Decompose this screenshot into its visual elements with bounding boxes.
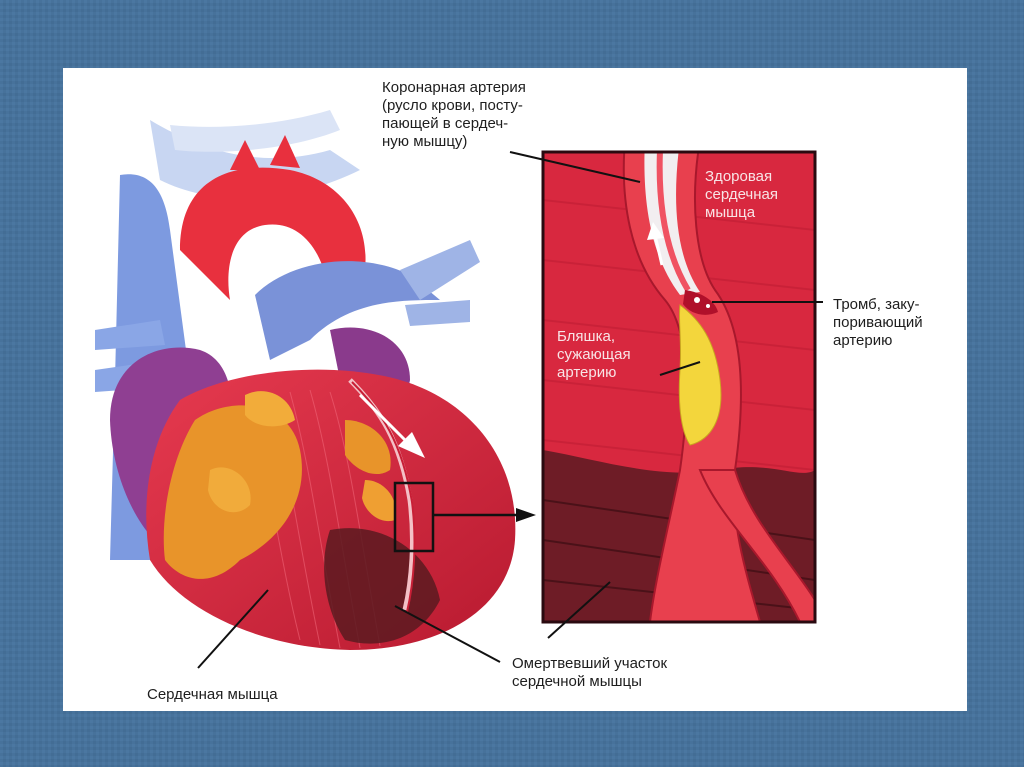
label-heart-muscle: Сердечная мышца [147, 686, 278, 703]
label-healthy-muscle: Здоровая сердечная мышца [705, 168, 779, 221]
heart-illustration [95, 110, 536, 650]
leader-lines [197, 151, 823, 669]
plaque [678, 304, 722, 446]
zoom-box [393, 481, 435, 553]
blood-flow-arrow [358, 393, 425, 458]
label-dead-area: Омертвевший участок сердечной мышцы [512, 655, 668, 690]
aorta [180, 167, 366, 300]
zoom-arrow [433, 508, 536, 522]
thrombus [683, 290, 718, 315]
artery-cross-section [541, 150, 817, 624]
pulmonary-artery [255, 261, 440, 360]
label-coronary-artery: Коронарная артерия (русло крови, посту- … [382, 79, 526, 150]
label-plaque: Бляшка, сужающая артерию [557, 328, 631, 381]
label-thrombus: Тромб, заку- поривающий артерию [833, 296, 923, 349]
